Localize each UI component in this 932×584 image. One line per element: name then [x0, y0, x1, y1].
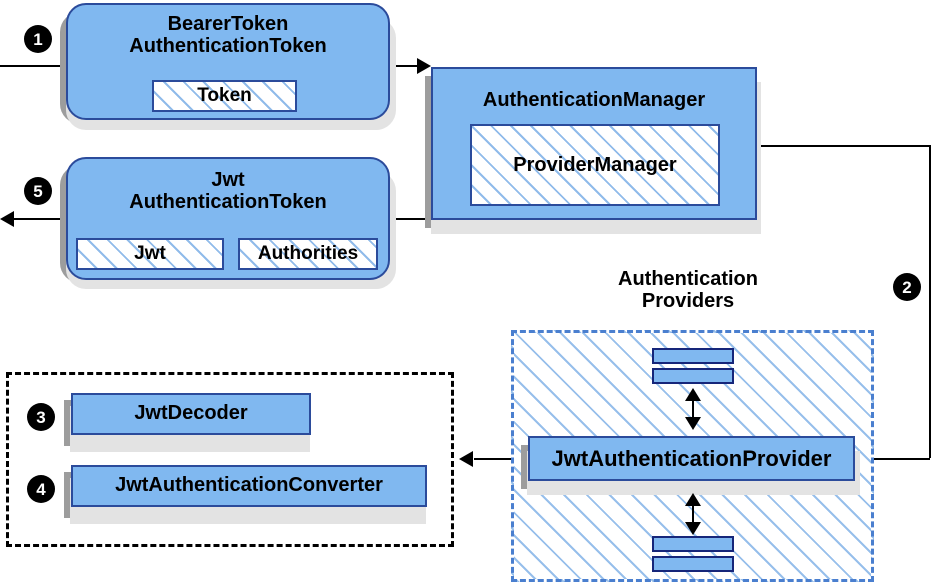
- node-provider-manager[interactable]: ProviderManager: [470, 124, 720, 206]
- step-bullet-2: 2: [894, 274, 920, 300]
- jwt-token-title-line1: Jwt: [211, 169, 245, 191]
- node-token[interactable]: Token: [152, 80, 297, 112]
- arrowhead-provider-to-tools: [459, 451, 473, 467]
- arrowhead-provider-bottom-down: [685, 522, 701, 535]
- node-jwt-authentication-provider[interactable]: JwtAuthenticationProvider: [528, 436, 855, 481]
- connector-request-in: [0, 65, 72, 67]
- auth-manager-title: AuthenticationManager: [482, 89, 706, 111]
- arrowhead-provider-top-up: [685, 388, 701, 401]
- connector-bearer-to-manager: [388, 65, 420, 67]
- node-jwt[interactable]: Jwt: [76, 238, 224, 270]
- jwt-token-title: Jwt AuthenticationToken: [68, 159, 388, 214]
- providers-group-label-line2: Providers: [641, 290, 735, 312]
- provider-stub-bottom-1: [652, 536, 734, 552]
- arrowhead-authenticated-out: [0, 211, 14, 227]
- connector-manager-down: [929, 145, 931, 458]
- provider-stub-top-2: [652, 368, 734, 384]
- connector-authenticated-out: [14, 218, 76, 220]
- connector-manager-to-jwt-token: [380, 218, 438, 220]
- step-bullet-5: 5: [25, 178, 51, 204]
- provider-manager-label: ProviderManager: [513, 153, 677, 176]
- connector-provider-to-tools: [474, 458, 528, 460]
- arrowhead-bearer-to-manager: [417, 58, 431, 74]
- node-jwt-authentication-converter[interactable]: JwtAuthenticationConverter: [71, 465, 427, 507]
- node-jwt-decoder[interactable]: JwtDecoder: [71, 393, 311, 435]
- node-authorities[interactable]: Authorities: [238, 238, 378, 270]
- authorities-label: Authorities: [257, 243, 359, 264]
- provider-stub-bottom-2: [652, 556, 734, 572]
- connector-provider-top: [692, 390, 694, 428]
- arrowhead-provider-bottom-up: [685, 493, 701, 506]
- providers-group-label: Authentication Providers: [513, 268, 863, 312]
- connector-into-provider: [873, 458, 930, 460]
- bearer-token-title-line2: AuthenticationToken: [129, 35, 327, 58]
- connector-manager-right: [757, 145, 930, 147]
- providers-group-label-line1: Authentication: [618, 268, 758, 290]
- step-bullet-4: 4: [28, 476, 54, 502]
- token-label: Token: [197, 85, 252, 106]
- provider-stub-top-1: [652, 348, 734, 364]
- bearer-token-title-line1: BearerToken: [167, 13, 289, 35]
- bearer-token-title: BearerToken AuthenticationToken: [68, 5, 388, 58]
- jwt-label: Jwt: [134, 243, 166, 264]
- node-jwt-authentication-token[interactable]: Jwt AuthenticationToken: [66, 157, 390, 280]
- step-bullet-1: 1: [25, 26, 51, 52]
- jwt-token-title-line2: AuthenticationToken: [129, 191, 327, 214]
- connector-provider-bottom: [692, 495, 694, 533]
- arrowhead-provider-top-down: [685, 417, 701, 430]
- step-bullet-3: 3: [28, 404, 54, 430]
- jwt-tools-container: [6, 372, 454, 547]
